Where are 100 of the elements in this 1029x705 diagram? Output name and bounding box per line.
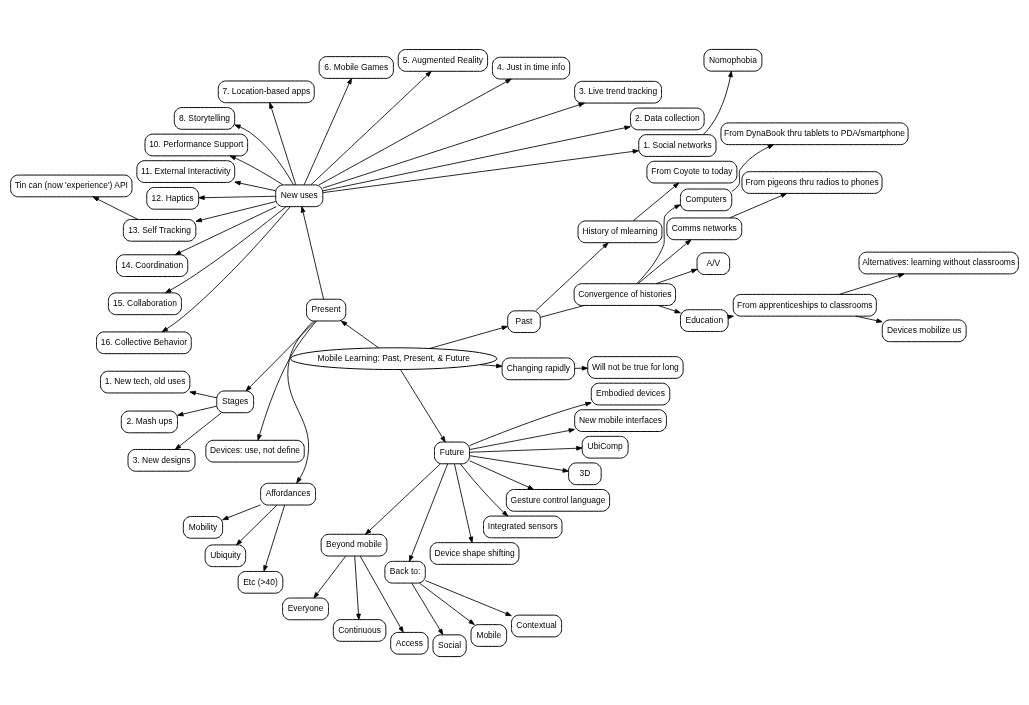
node-box: Back to: — [384, 560, 426, 584]
node-box: Access — [390, 631, 429, 655]
arrow — [409, 463, 449, 562]
node-box: Everyone — [282, 597, 329, 620]
arrow — [454, 462, 474, 543]
arrow — [400, 368, 446, 442]
node-box: 3. Live trend tracking — [574, 80, 662, 104]
node-box: 3D — [568, 461, 602, 485]
node-box: 2. Data collection — [630, 107, 705, 130]
node-box: Device shape shifting — [429, 541, 520, 565]
node-box: Embodied devices — [590, 382, 671, 405]
node-box: From pigeons thru radios to phones — [741, 170, 883, 194]
node-box: Etc (>40) — [237, 570, 284, 594]
node-box: Devices mobilize us — [881, 318, 967, 342]
node-box: UbiComp — [581, 435, 629, 459]
arrow — [318, 78, 512, 185]
arrow — [263, 504, 286, 572]
connector — [540, 304, 585, 318]
arrow — [340, 320, 380, 348]
node-box: History of mlearning — [577, 220, 663, 243]
node-box: Continuous — [332, 618, 387, 642]
node-box: Will not be true for long — [587, 355, 684, 379]
node-box: Tin can (now 'experience') API — [10, 174, 133, 197]
arrow — [177, 405, 217, 416]
arrow — [257, 320, 317, 441]
node-box: Computers — [679, 188, 733, 211]
arrow — [310, 70, 432, 185]
arrow — [303, 77, 352, 185]
arrow — [198, 194, 276, 200]
node-box: From DynaBook thru tablets to PDA/smartphone — [720, 121, 909, 145]
arrow — [636, 203, 681, 284]
arrow — [838, 272, 905, 295]
node-box: 10. Performance Support — [144, 133, 249, 156]
arrow — [174, 411, 222, 450]
node-box: Mobility — [182, 515, 224, 539]
node-box: Affordances — [260, 482, 317, 505]
node-box: Future — [434, 441, 470, 464]
arrow — [174, 205, 277, 255]
node-box: Past — [507, 309, 541, 333]
node-box: Integrated sensors — [483, 515, 563, 538]
arrow — [411, 582, 444, 635]
node-box: Convergence of histories — [573, 282, 676, 306]
node-box: Changing rapidly — [501, 357, 576, 380]
node-box: From Coyote to today — [646, 160, 738, 183]
node-box: 12. Haptics — [146, 186, 200, 210]
node-box: Contextual — [511, 614, 563, 637]
node-box: 14. Coordination — [116, 253, 189, 277]
node-box: 2. Mash ups — [120, 410, 178, 433]
node-box: New mobile interfaces — [574, 408, 667, 432]
arrow — [469, 427, 575, 450]
node-box: Comms networks — [666, 216, 743, 240]
node-box: 15. Collaboration — [107, 291, 182, 315]
arrow — [189, 390, 218, 398]
arrow — [469, 401, 592, 446]
arrow — [729, 192, 788, 218]
arrow — [313, 555, 346, 598]
node-box: A/V — [696, 251, 731, 275]
node-box: 11. External Interactivity — [136, 159, 236, 183]
arrow — [429, 325, 508, 349]
node-box: Beyond mobile — [320, 533, 388, 556]
arrow — [234, 123, 294, 185]
node-box: 13. Self Tracking — [122, 218, 197, 242]
node-box: Devices: use, not define — [205, 439, 305, 463]
node-box: Social — [432, 633, 467, 657]
node-box: 4. Just in time info — [491, 56, 571, 79]
node-box: 3. New designs — [127, 448, 196, 472]
arrow — [365, 462, 441, 535]
arrow — [300, 205, 324, 300]
node-box: New uses — [275, 183, 324, 207]
node-box: 8. Storytelling — [173, 106, 236, 130]
arrow — [469, 454, 569, 473]
arrow — [424, 579, 512, 616]
arrow — [535, 242, 609, 311]
arrow — [322, 102, 585, 188]
node-box: Mobile — [470, 623, 508, 647]
arrow — [731, 143, 774, 192]
node-box: 5. Augmented Reality — [397, 48, 489, 72]
arrow — [236, 504, 278, 545]
node-box: Present — [306, 298, 347, 321]
node-box: 1. New tech, old uses — [100, 370, 191, 393]
node-box: 1. Social networks — [638, 133, 717, 157]
node-box: Nomophobia — [703, 48, 763, 72]
arrow — [287, 320, 314, 483]
arrow — [479, 363, 503, 368]
node-box: 7. Location-based apps — [217, 80, 315, 103]
node-box: From apprenticeships to classrooms — [732, 293, 877, 317]
arrow — [269, 101, 297, 185]
arrow — [574, 365, 589, 371]
arrow — [655, 268, 698, 284]
arrow — [419, 582, 475, 625]
arrow — [637, 238, 692, 284]
arrow — [657, 304, 681, 313]
arrow — [469, 445, 583, 453]
arrow — [195, 200, 276, 222]
arrow — [855, 315, 883, 323]
arrow — [92, 195, 139, 220]
arrow — [354, 555, 361, 620]
arrow — [161, 205, 291, 332]
arrow — [245, 320, 316, 391]
arrow — [222, 504, 261, 520]
